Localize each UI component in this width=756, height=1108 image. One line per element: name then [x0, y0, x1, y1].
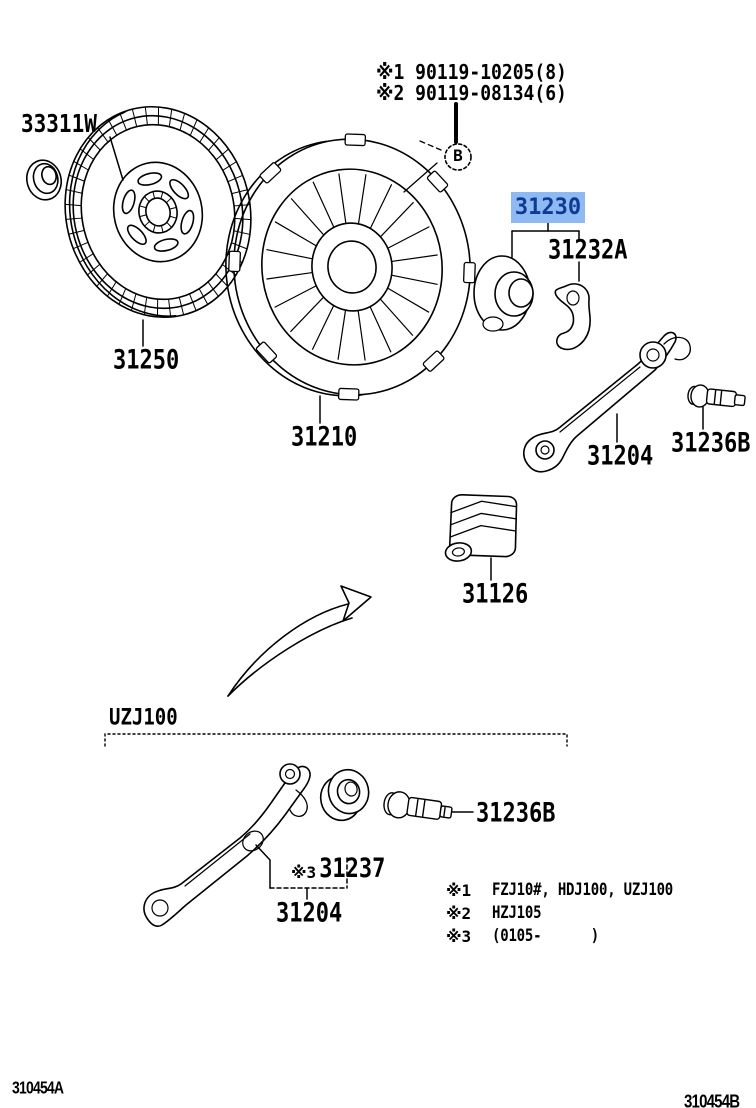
leader-lines: [109, 102, 704, 900]
applicability-legend: ※1 FZJ10#, HDJ100, UZJ100 ※2 HZJ105 ※3 (…: [446, 881, 673, 950]
legend-marker: ※3: [446, 927, 472, 946]
legend-row: ※3 (0105- ): [446, 927, 673, 946]
legend-value: (0105- ): [492, 926, 599, 946]
legend-value: FZJ10#, HDJ100, UZJ100: [492, 880, 674, 900]
legend-marker: ※1: [446, 881, 472, 900]
page-code-left: 310454A: [12, 1077, 64, 1097]
callout-seal[interactable]: 33311W: [21, 109, 97, 138]
page-code-right: 310454B: [684, 1091, 740, 1108]
legend-row: ※2 HZJ105: [446, 904, 673, 923]
callout-fork-lower[interactable]: 31204: [276, 898, 343, 929]
callout-disc[interactable]: 31250: [113, 345, 180, 376]
bushing-number[interactable]: 31237: [319, 854, 386, 884]
bolt-note-2: ※2 90119-08134(6): [376, 81, 567, 106]
legend-value: HZJ105: [492, 903, 542, 923]
bolt-note-1: ※1 90119-10205(8): [376, 60, 567, 85]
release-fork-upper-drawing: [523, 331, 691, 473]
detail-circle: [444, 143, 472, 171]
callout-bolt-lower[interactable]: 31236B: [476, 798, 556, 829]
release-fork-lower-drawing: [143, 763, 311, 928]
bolt-upper-drawing: [687, 384, 746, 408]
callout-bushing[interactable]: ※3 31237: [291, 854, 385, 884]
direction-arrow: [227, 585, 372, 697]
boot-drawing: [444, 494, 518, 562]
legend-row: ※1 FZJ10#, HDJ100, UZJ100: [446, 881, 673, 900]
release-bearing-drawing: [473, 255, 534, 332]
bolt-lower-drawing: [383, 791, 453, 820]
callout-bearing-selected[interactable]: 31230: [511, 192, 585, 223]
bushing-marker: ※3: [291, 863, 317, 882]
callout-fork-upper[interactable]: 31204: [587, 441, 654, 472]
clutch-disc-drawing: [64, 105, 252, 319]
callout-bolt-upper[interactable]: 31236B: [671, 428, 751, 459]
clip-drawing: [554, 283, 591, 351]
callout-clip[interactable]: 31232A: [548, 235, 628, 266]
clutch-cover-drawing: [225, 133, 476, 401]
group-bracket: [104, 733, 568, 747]
seal-drawing: [25, 159, 63, 201]
callout-boot[interactable]: 31126: [462, 579, 529, 610]
callout-cover[interactable]: 31210: [291, 422, 358, 453]
legend-marker: ※2: [446, 904, 472, 923]
bushing-drawing: [319, 768, 370, 822]
detail-marker-b: B: [453, 146, 463, 165]
variant-label: UZJ100: [109, 704, 178, 730]
